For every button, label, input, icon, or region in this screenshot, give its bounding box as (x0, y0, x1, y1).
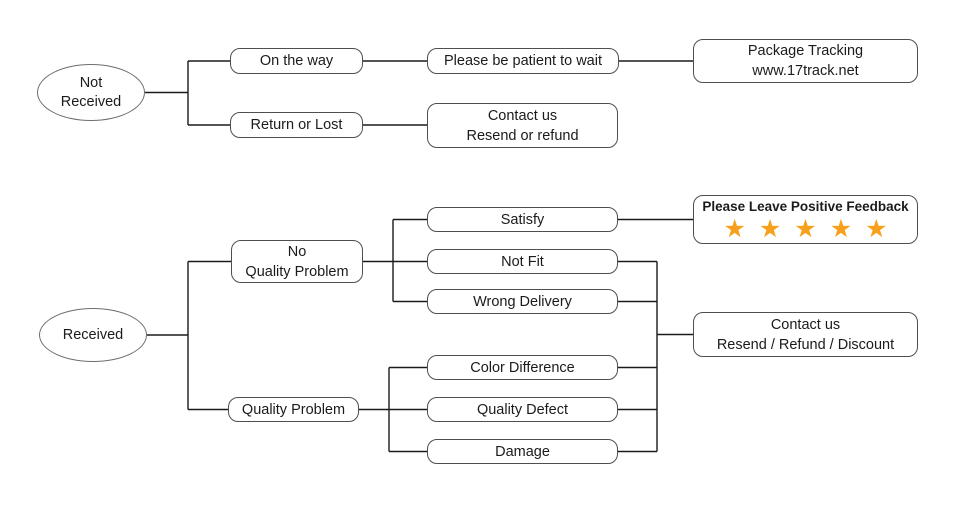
node-return-or-lost-label: Return or Lost (250, 117, 343, 133)
node-be-patient: Please be patient to wait (427, 48, 619, 74)
node-contact-discount-line2: Resend / Refund / Discount (716, 336, 895, 353)
node-quality-defect: Quality Defect (427, 397, 618, 422)
node-quality-problem-label: Quality Problem (241, 401, 346, 418)
node-satisfy-label: Satisfy (500, 211, 545, 228)
node-not-received-label-line1: Not (79, 74, 103, 91)
node-quality-problem: Quality Problem (228, 397, 359, 422)
node-received-label: Received (62, 326, 124, 343)
node-be-patient-label: Please be patient to wait (444, 53, 602, 69)
node-wrong-delivery-label: Wrong Delivery (473, 293, 572, 310)
node-not-fit-label: Not Fit (501, 253, 544, 270)
node-received: Received (39, 308, 147, 362)
node-satisfy: Satisfy (427, 207, 618, 232)
node-no-quality-problem-line2: Quality Problem (245, 263, 349, 280)
node-not-received-label-line2: Received (60, 93, 122, 110)
node-return-or-lost: Return or Lost (230, 112, 363, 138)
node-contact-resend-refund-discount: Contact us Resend / Refund / Discount (693, 312, 918, 357)
node-positive-feedback: Please Leave Positive Feedback ★★★★★ (693, 195, 918, 244)
connector-contact-merge-spine (618, 260, 693, 453)
node-damage-label: Damage (495, 443, 550, 460)
node-contact-resend-refund: Contact us Resend or refund (427, 103, 618, 148)
node-wrong-delivery: Wrong Delivery (427, 289, 618, 314)
node-on-the-way-label: On the way (259, 53, 334, 69)
node-package-tracking-label: Package Tracking (747, 43, 864, 59)
connector-not-received-branch (145, 60, 693, 126)
node-no-quality-problem-line1: No (287, 243, 307, 260)
node-on-the-way: On the way (230, 48, 363, 74)
node-no-quality-problem: No Quality Problem (231, 240, 363, 283)
five-stars-icon: ★★★★★ (723, 215, 901, 244)
node-damage: Damage (427, 439, 618, 464)
connector-quality-problem-spine (359, 366, 427, 453)
node-contact-resend-refund-line1: Contact us (487, 107, 558, 124)
node-contact-discount-line1: Contact us (770, 316, 841, 333)
node-package-tracking: Package Tracking www.17track.net (693, 39, 918, 83)
node-color-difference-label: Color Difference (470, 359, 575, 376)
connector-received-branch (147, 260, 231, 411)
node-not-fit: Not Fit (427, 249, 618, 274)
connector-no-quality-spine (363, 218, 427, 303)
node-package-tracking-url: www.17track.net (752, 63, 859, 79)
node-color-difference: Color Difference (427, 355, 618, 380)
node-contact-resend-refund-line2: Resend or refund (466, 127, 579, 144)
node-not-received: Not Received (37, 64, 145, 121)
node-positive-feedback-label: Please Leave Positive Feedback (702, 198, 909, 214)
node-quality-defect-label: Quality Defect (476, 401, 569, 418)
